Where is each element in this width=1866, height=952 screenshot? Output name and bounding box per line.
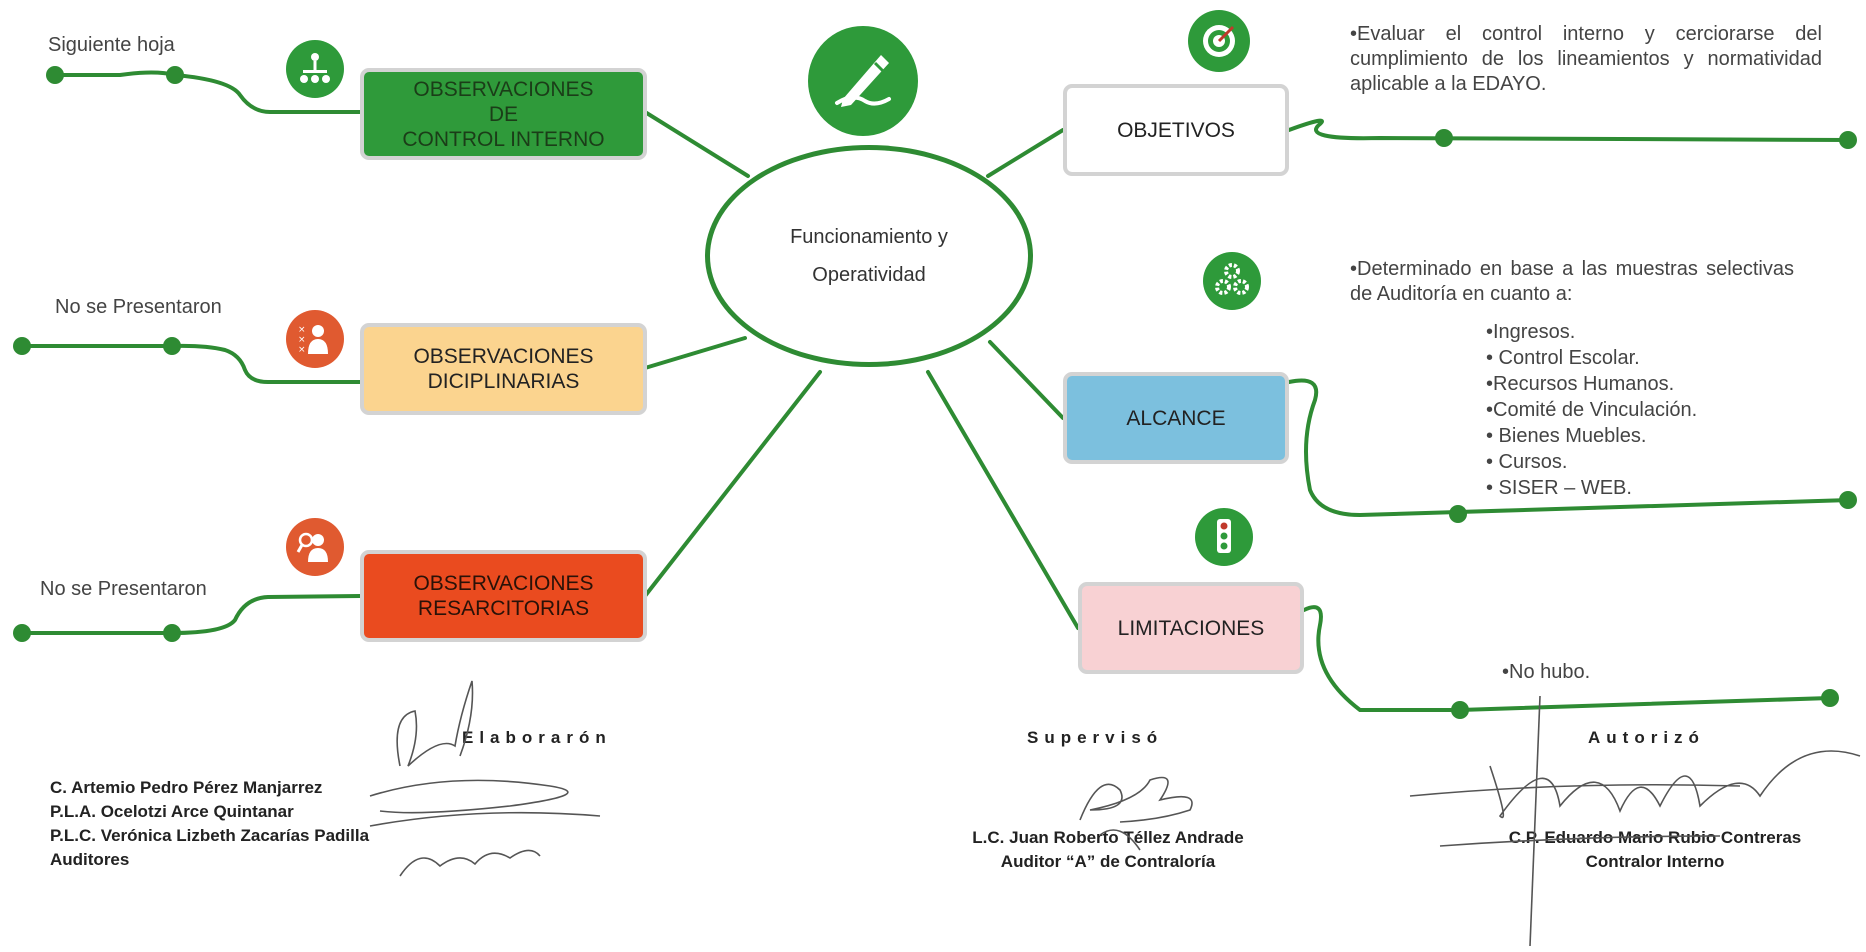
branch-disciplinarias	[20, 343, 362, 384]
node-observaciones-control-interno: OBSERVACIONES DE CONTROL INTERNO	[360, 68, 647, 160]
svg-text:×: ×	[298, 345, 306, 355]
names-elaboraron: C. Artemio Pedro Pérez Manjarrez P.L.A. …	[50, 776, 369, 872]
spoke-limitaciones	[926, 370, 1080, 630]
heading-superviso: Supervisó	[1027, 728, 1164, 747]
branch-resarcitorias	[20, 594, 362, 635]
signer-name: P.L.C. Verónica Lizbeth Zacarías Padilla	[50, 826, 370, 845]
signer-name: L.C. Juan Roberto Téllez Andrade	[972, 828, 1244, 847]
signature-superviso	[1079, 776, 1193, 851]
note-control-interno: Siguiente hoja	[48, 34, 175, 56]
list-item: •Ingresos.	[1486, 321, 1576, 343]
node-dot	[1451, 701, 1469, 719]
objetivos-text: •Evaluar el control interno y cerciorars…	[1350, 23, 1822, 95]
traffic-light-icon	[1195, 508, 1253, 566]
branch-objetivos	[1287, 118, 1852, 142]
node-dot	[1821, 689, 1839, 707]
gears-icon	[1203, 252, 1261, 310]
node-dot	[163, 624, 181, 642]
svg-text:×: ×	[298, 325, 306, 335]
node-dot	[163, 337, 181, 355]
heading-elaboraron: Elaborarón	[462, 728, 612, 747]
node-label: OBSERVACIONES DICIPLINARIAS	[413, 345, 594, 393]
signer-name: P.L.A. Ocelotzi Arce Quintanar	[50, 802, 294, 821]
node-limitaciones: LIMITACIONES	[1078, 582, 1304, 674]
branch-limitaciones	[1302, 605, 1832, 712]
heading-autorizo: Autorizó	[1588, 728, 1705, 747]
node-label: OBJETIVOS	[1117, 118, 1235, 142]
names-autorizo: C.P. Eduardo Mario Rubio Contreras Contr…	[1470, 826, 1840, 874]
node-label: ALCANCE	[1126, 406, 1226, 430]
node-label: OBSERVACIONES RESARCITORIAS	[413, 572, 594, 620]
note-disciplinarias: No se Presentaron	[55, 296, 222, 318]
names-superviso: L.C. Juan Roberto Téllez Andrade Auditor…	[938, 826, 1278, 874]
note-resarcitorias: No se Presentaron	[40, 578, 207, 600]
node-observaciones-resarcitorias: OBSERVACIONES RESARCITORIAS	[360, 550, 647, 642]
pen-writing-icon	[808, 26, 918, 136]
org-chart-icon	[286, 40, 344, 98]
signer-role: Auditor “A” de Contraloría	[1000, 852, 1216, 871]
spoke-alcance	[988, 340, 1065, 420]
signer-name: C. Artemio Pedro Pérez Manjarrez	[50, 778, 323, 797]
person-x-icon: × × ×	[286, 310, 344, 368]
target-icon	[1188, 10, 1250, 72]
node-dot	[1449, 505, 1467, 523]
signature-elaboraron	[369, 680, 601, 877]
node-label: LIMITACIONES	[1117, 616, 1265, 640]
list-item: • Cursos.	[1486, 451, 1568, 473]
signature-autorizo	[1409, 695, 1861, 947]
list-item: • SISER – WEB.	[1486, 477, 1632, 499]
list-item: • Bienes Muebles.	[1486, 425, 1647, 447]
spoke-objetivos	[986, 128, 1065, 178]
central-topic-line2: Operatividad	[812, 264, 926, 286]
signer-role: Auditores	[50, 850, 130, 869]
node-label: OBSERVACIONES DE CONTROL INTERNO	[402, 77, 605, 151]
node-dot	[1435, 129, 1453, 147]
node-observaciones-disciplinarias: OBSERVACIONES DICIPLINARIAS	[360, 323, 647, 415]
central-topic-line1: Funcionamiento y	[790, 226, 948, 248]
node-alcance: ALCANCE	[1063, 372, 1289, 464]
node-dot	[13, 337, 31, 355]
list-item: •Recursos Humanos.	[1486, 373, 1675, 395]
branch-control-interno	[53, 70, 362, 114]
central-topic: Funcionamiento y Operatividad	[705, 145, 1033, 367]
alcance-text: •Determinado en base a las muestras sele…	[1350, 258, 1794, 305]
branch-alcance	[1287, 378, 1852, 518]
node-dot	[166, 66, 184, 84]
node-dot	[1839, 491, 1857, 509]
alcance-list: •Ingresos. • Control Escolar. •Recursos …	[1486, 319, 1697, 501]
list-item: •Comité de Vinculación.	[1486, 399, 1698, 421]
node-objetivos: OBJETIVOS	[1063, 84, 1289, 176]
spoke-disciplinarias	[643, 336, 747, 370]
person-magnifier-icon	[286, 518, 344, 576]
node-dot	[13, 624, 31, 642]
spoke-control-interno	[643, 110, 750, 178]
list-item: • Control Escolar.	[1486, 347, 1640, 369]
node-dot	[46, 66, 64, 84]
signer-role: Contralor Interno	[1585, 852, 1725, 871]
limitaciones-text: •No hubo.	[1502, 661, 1591, 683]
svg-text:×: ×	[298, 335, 306, 345]
node-dot	[1839, 131, 1857, 149]
spoke-resarcitorias	[643, 370, 822, 598]
signer-name: C.P. Eduardo Mario Rubio Contreras	[1508, 828, 1802, 847]
